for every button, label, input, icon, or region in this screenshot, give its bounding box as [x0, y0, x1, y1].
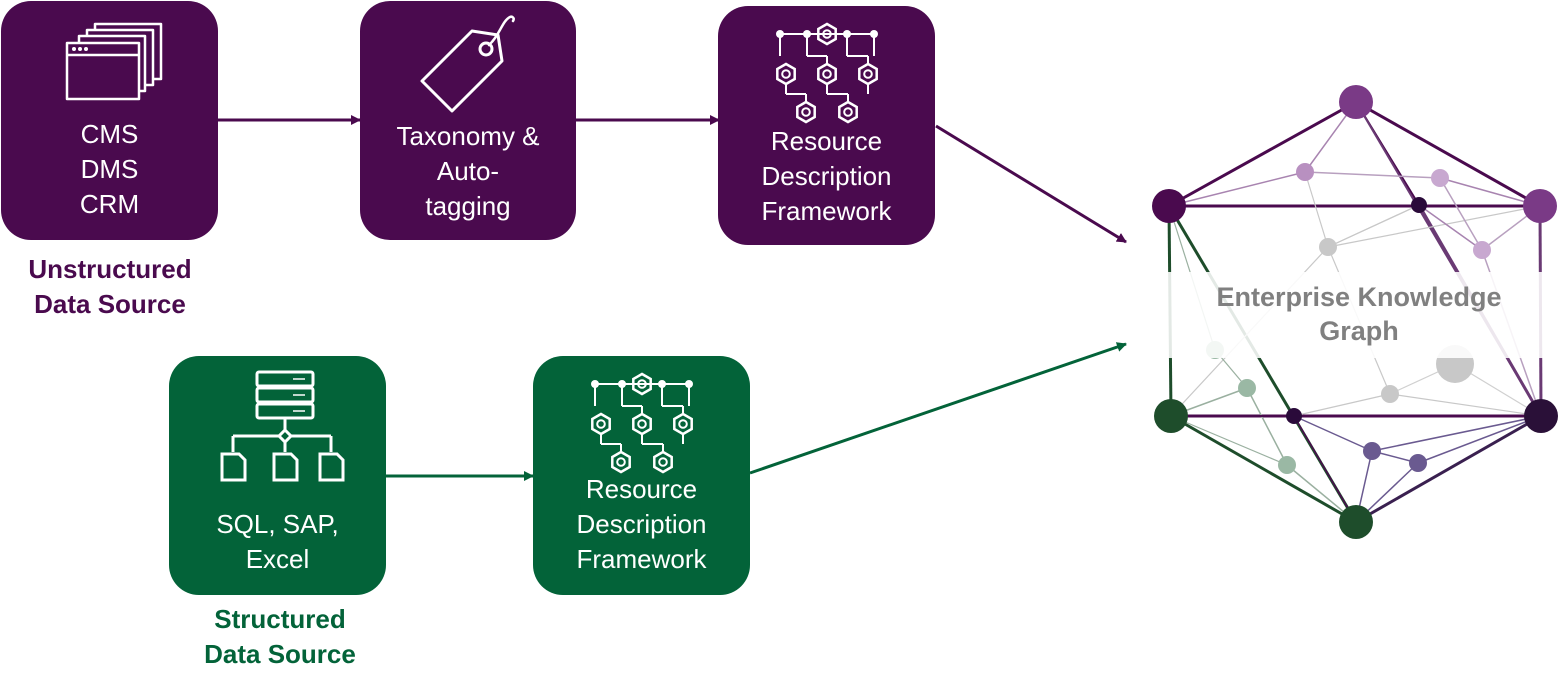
rdf-line: Resource: [585, 474, 698, 504]
graph-edge: [1293, 393, 1391, 417]
graph-node: [1473, 241, 1491, 259]
taxonomy-line: Taxonomy &: [396, 121, 540, 151]
graph-edge: [1439, 177, 1541, 207]
graph-node: [1411, 197, 1427, 213]
graph-node: [1154, 399, 1188, 433]
graph-node: [1238, 379, 1256, 397]
tag-icon: [420, 15, 515, 113]
caption-line: Data Source: [34, 289, 186, 319]
graph-edge: [1327, 205, 1541, 248]
graph-edge: [1439, 177, 1483, 251]
unstructured-caption: Unstructured Data Source: [0, 252, 220, 322]
graph-edge: [1168, 171, 1306, 207]
graph-edge: [1246, 387, 1288, 466]
graph-edge: [1168, 100, 1357, 208]
kg-label-line: Graph: [1319, 316, 1399, 346]
rdf-line: Description: [761, 161, 892, 191]
graph-edge: [1355, 101, 1542, 417]
graph-edge: [1355, 414, 1542, 524]
rdf-line: Resource: [770, 126, 883, 156]
graph-edge: [1170, 414, 1357, 524]
network-nodes-icon: [776, 22, 878, 124]
graph-node: [1319, 238, 1337, 256]
graph-node: [1409, 454, 1427, 472]
unstructured-source-text: CMS DMS CRM: [1, 117, 218, 222]
graph-edge: [1355, 100, 1541, 208]
graph-node: [1523, 189, 1557, 223]
graph-node: [1339, 85, 1373, 119]
caption-line: Structured: [214, 604, 346, 634]
graph-node: [1286, 408, 1302, 424]
graph-edge: [1304, 171, 1329, 248]
graph-edge: [1371, 415, 1542, 452]
source-line: CMS: [80, 119, 139, 149]
unstructured-source-box: CMS DMS CRM: [1, 1, 218, 240]
unstructured-rdf-text: Resource Description Framework: [718, 124, 935, 229]
graph-edge: [1293, 415, 1373, 452]
structured-source-box: SQL, SAP, Excel: [169, 356, 386, 595]
graph-edge: [1327, 204, 1420, 248]
arrow-rdf-to-graph-bottom: [749, 342, 1127, 475]
source-line: DMS: [80, 154, 139, 184]
arrow-rdf-to-graph-top: [935, 124, 1127, 244]
taxonomy-line: Auto-: [436, 156, 500, 186]
graph-edge: [1418, 204, 1483, 251]
network-nodes-icon: [591, 372, 693, 474]
browser-windows-icon: [65, 22, 163, 101]
structured-caption: Structured Data Source: [170, 602, 390, 672]
graph-node: [1524, 399, 1558, 433]
rdf-line: Framework: [576, 544, 707, 574]
graph-edge: [1417, 415, 1542, 464]
graph-edge: [1389, 393, 1542, 417]
taxonomy-text: Taxonomy & Auto- tagging: [360, 119, 576, 224]
graph-node: [1339, 505, 1373, 539]
graph-node: [1431, 169, 1449, 187]
caption-line: Unstructured: [28, 254, 192, 284]
database-hierarchy-icon: [220, 370, 345, 482]
taxonomy-box: Taxonomy & Auto- tagging: [360, 1, 576, 240]
caption-line: Data Source: [204, 639, 356, 669]
taxonomy-line: tagging: [425, 191, 511, 221]
structured-line: Excel: [245, 544, 310, 574]
graph-edge: [1304, 171, 1441, 179]
graph-node: [1381, 385, 1399, 403]
unstructured-rdf-box: Resource Description Framework: [718, 6, 935, 245]
graph-edge: [1293, 415, 1357, 523]
source-line: CRM: [79, 189, 140, 219]
graph-edge: [1170, 415, 1288, 466]
rdf-line: Description: [576, 509, 707, 539]
rdf-line: Framework: [761, 196, 892, 226]
structured-rdf-box: Resource Description Framework: [533, 356, 750, 595]
graph-node: [1152, 189, 1186, 223]
graph-node: [1363, 442, 1381, 460]
structured-source-text: SQL, SAP, Excel: [169, 507, 386, 577]
structured-line: SQL, SAP,: [216, 509, 339, 539]
knowledge-graph-label: Enterprise Knowledge Graph: [1162, 272, 1556, 358]
graph-node: [1296, 163, 1314, 181]
graph-node: [1278, 456, 1296, 474]
kg-label-line: Enterprise Knowledge: [1216, 282, 1502, 312]
structured-rdf-text: Resource Description Framework: [533, 472, 750, 577]
